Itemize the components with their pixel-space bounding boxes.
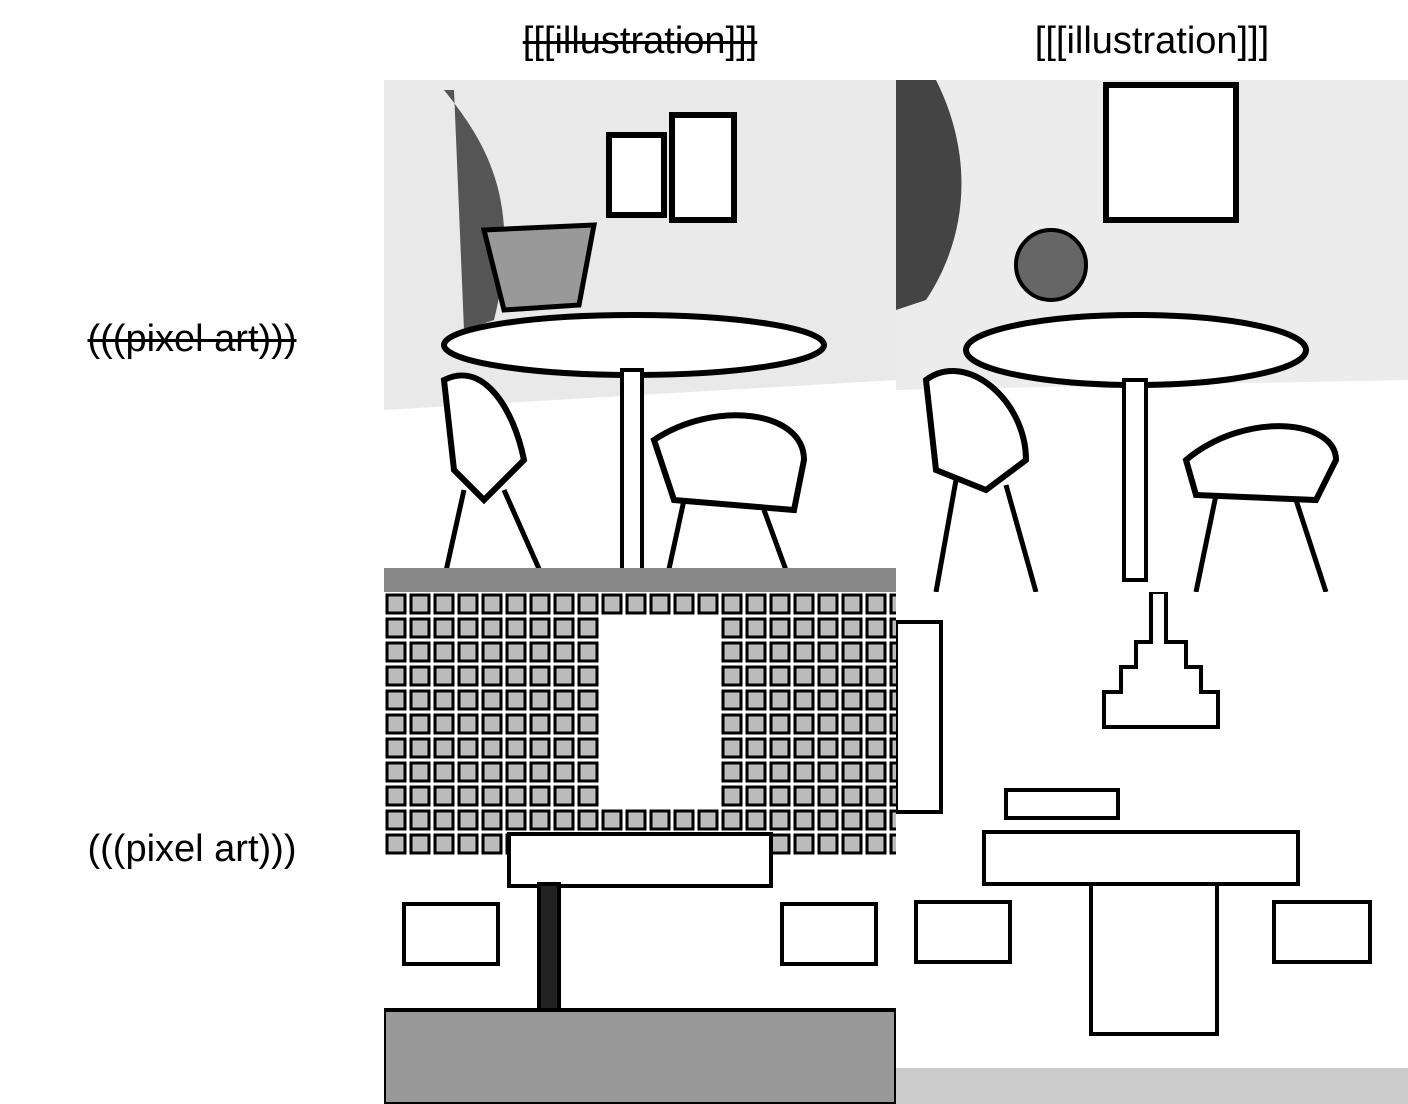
cafe-scene-illustration-1 <box>384 80 896 592</box>
column-header-0: [[[illustration]]] <box>522 20 758 62</box>
image-cell-r0-c1 <box>896 80 1408 592</box>
pixel-art-scene-1 <box>384 592 896 1104</box>
pixel-art-scene-2 <box>896 592 1408 1104</box>
row-label-1: (((pixel art))) <box>87 828 297 870</box>
image-cell-r1-c0 <box>384 592 896 1104</box>
column-header-1: [[[illustration]]] <box>1034 20 1270 62</box>
image-cell-r1-c1 <box>896 592 1408 1104</box>
cafe-scene-illustration-2 <box>896 80 1408 592</box>
image-cell-r0-c0 <box>384 80 896 592</box>
row-label-0: (((pixel art))) <box>87 318 297 360</box>
